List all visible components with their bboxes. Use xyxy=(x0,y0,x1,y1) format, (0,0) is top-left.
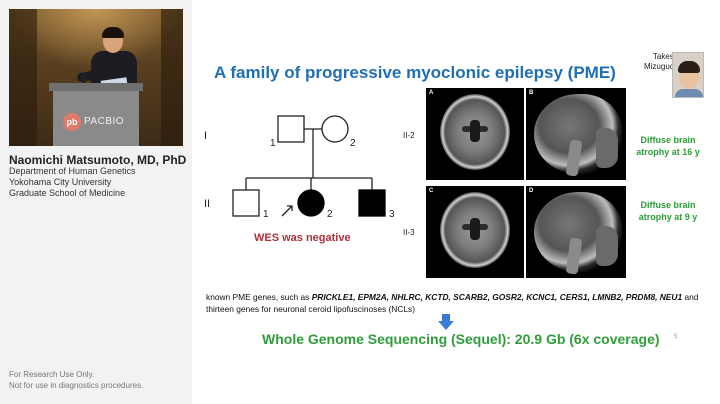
disclaimer-line: For Research Use Only. xyxy=(9,370,95,379)
slide-page-number: 5 xyxy=(674,334,678,340)
presenter-name: Naomichi Matsumoto, MD, PhD xyxy=(9,153,187,167)
face-profile xyxy=(596,226,618,266)
individual-number: 2 xyxy=(350,138,356,149)
microphone xyxy=(83,73,86,91)
stage-curtain-left xyxy=(9,9,37,146)
genes-suffix: and thirteen genes for neuronal ceroid l… xyxy=(206,292,699,314)
author-shirt xyxy=(675,89,703,97)
presenter-affiliation-line: Yokohama City University xyxy=(9,177,112,187)
pedigree-male-unaffected xyxy=(277,115,305,143)
proband-arrow-icon xyxy=(281,205,293,217)
generation-label: II xyxy=(204,198,211,210)
individual-number: 2 xyxy=(327,209,333,220)
slide-title: A family of progressive myoclonic epilep… xyxy=(214,63,616,82)
podium-top xyxy=(49,83,143,91)
disclaimer-line: Not for use in diagnostics procedures. xyxy=(9,381,144,390)
generation-label: I xyxy=(204,130,208,142)
mri-panel-letter: B xyxy=(529,90,534,96)
mri-panel-letter: A xyxy=(429,90,434,96)
speaker-video[interactable]: pb PACBIO xyxy=(9,9,183,146)
down-arrow-icon xyxy=(438,314,454,330)
presenter-affiliation-line: Graduate School of Medicine xyxy=(9,188,126,198)
pedigree-female-unaffected xyxy=(321,115,349,143)
genes-prefix: known PME genes, such as xyxy=(206,292,310,302)
pedigree-male-affected xyxy=(358,189,386,217)
face-profile xyxy=(596,128,618,168)
stage-curtain-right xyxy=(161,9,183,146)
mri-finding: Diffuse brain atrophy at 9 y xyxy=(638,200,698,222)
ventricle xyxy=(470,120,480,142)
wes-note: WES was negative xyxy=(254,232,351,244)
mri-axial-image: C xyxy=(426,186,524,278)
mri-panel-letter: C xyxy=(429,188,434,194)
author-photo xyxy=(672,52,704,98)
mri-finding: Diffuse brain atrophy at 16 y xyxy=(636,135,700,157)
podium-logo-text: PACBIO xyxy=(84,116,125,127)
podium: pb PACBIO xyxy=(49,83,143,146)
individual-number: 3 xyxy=(389,209,395,220)
pacbio-logo-icon: pb xyxy=(63,113,81,131)
mri-patient-label: II-3 xyxy=(403,228,415,237)
pedigree-diagram: I II 1 2 1 2 3 xyxy=(204,100,404,240)
proband-arrowhead-icon xyxy=(287,205,293,211)
slide: A family of progressive myoclonic epilep… xyxy=(192,0,720,404)
author-hair xyxy=(678,61,700,73)
individual-number: 1 xyxy=(270,138,276,149)
mri-sagittal-image: D xyxy=(526,186,626,278)
sequencing-summary: Whole Genome Sequencing (Sequel): 20.9 G… xyxy=(262,331,660,347)
genes-list: PRICKLE1, EPM2A, NHLRC, KCTD, SCARB2, GO… xyxy=(311,292,683,302)
author-last-name: Mizuguchi xyxy=(643,62,680,71)
presenter-affiliation-line: Department of Human Genetics xyxy=(9,166,136,176)
pedigree-female-affected xyxy=(297,189,325,217)
pedigree-male-unaffected xyxy=(232,189,260,217)
known-genes-text: known PME genes, such as PRICKLE1, EPM2A… xyxy=(206,291,716,315)
mri-sagittal-image: B xyxy=(526,88,626,180)
mri-axial-image: A xyxy=(426,88,524,180)
ventricle xyxy=(470,218,480,240)
mri-panel-letter: D xyxy=(529,188,534,194)
speaker-panel: pb PACBIO Naomichi Matsumoto, MD, PhD De… xyxy=(0,0,192,404)
pedigree-lines xyxy=(232,115,386,217)
speaker-hair xyxy=(102,27,124,38)
mri-patient-label: II-2 xyxy=(403,131,415,140)
author-first-name: Takeshi xyxy=(652,52,680,61)
individual-number: 1 xyxy=(263,209,269,220)
author-name: Takeshi Mizuguchi xyxy=(626,52,680,72)
